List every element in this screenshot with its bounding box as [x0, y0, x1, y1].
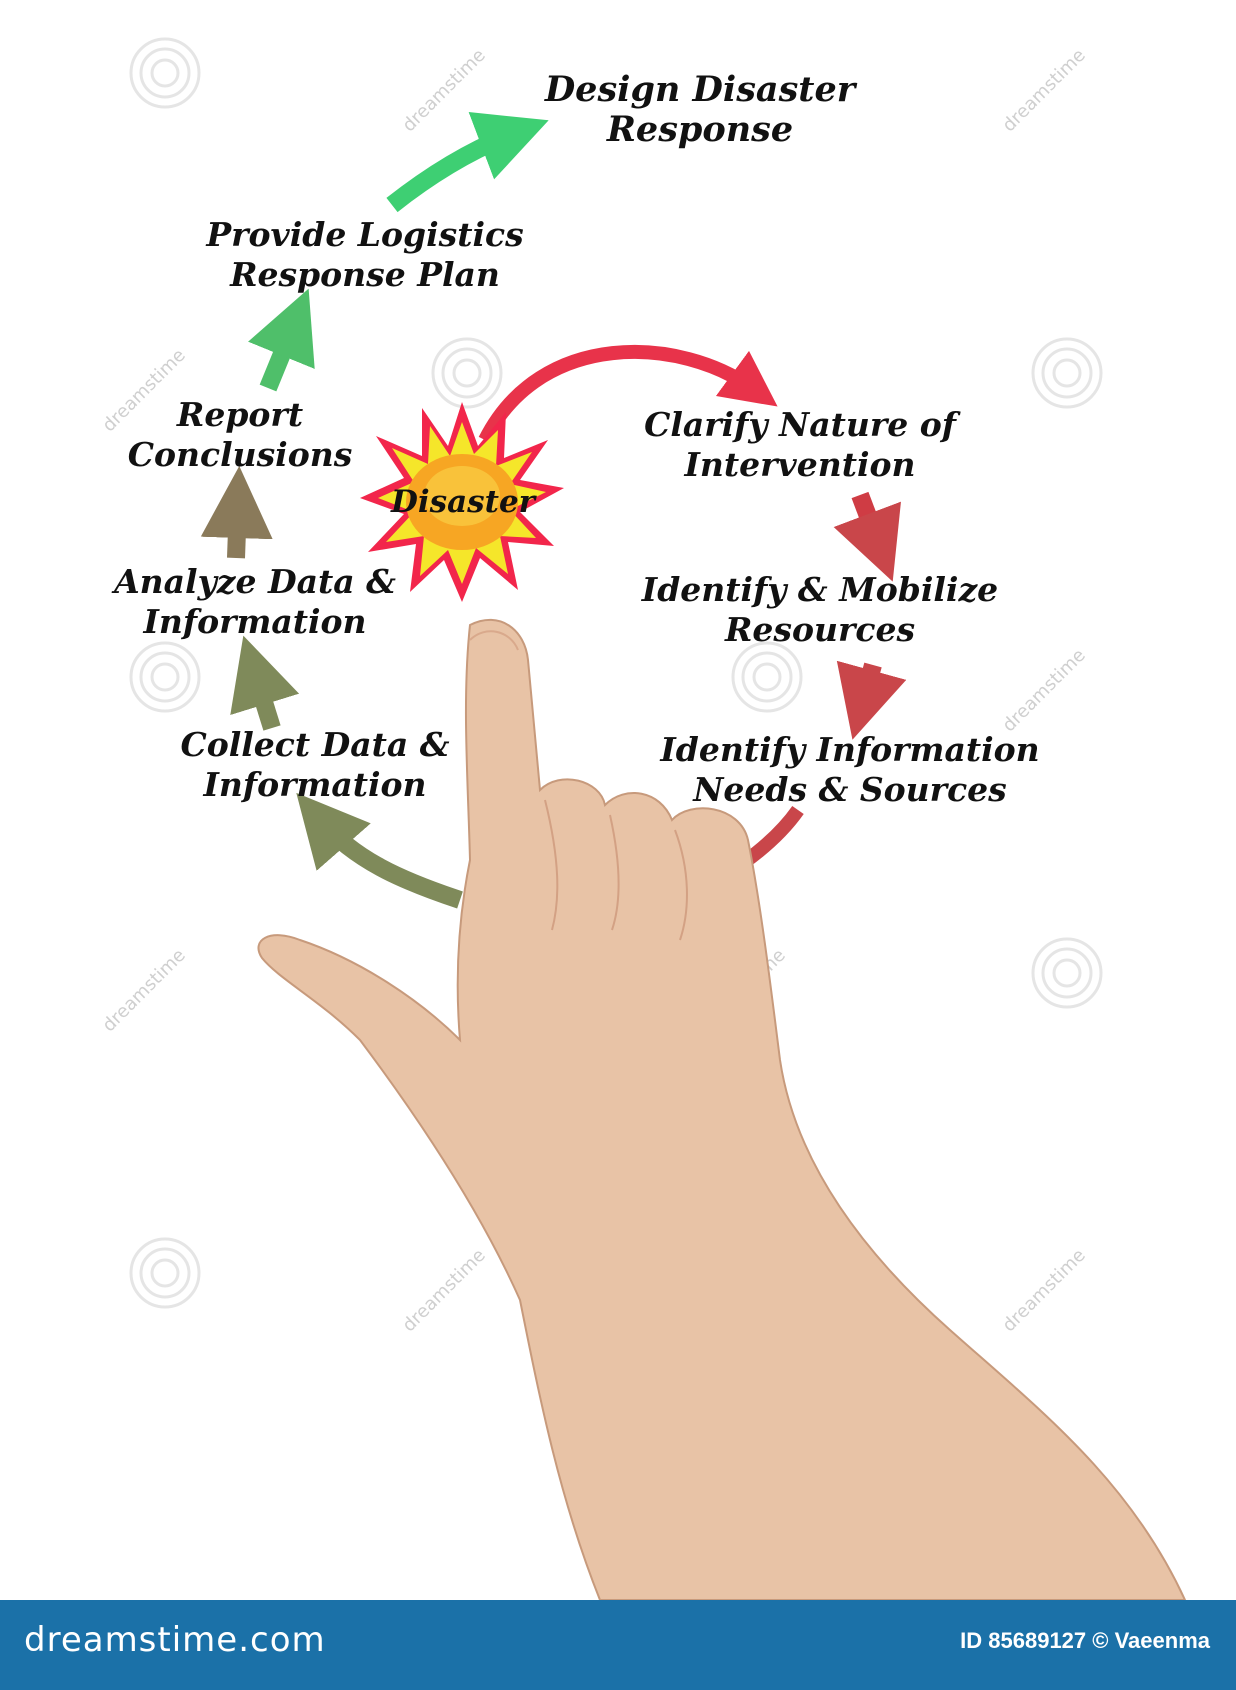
step-needs-line1: Identify Information — [660, 730, 1040, 769]
step-analyze-label: Analyze Data & Information — [85, 562, 425, 642]
step-mobilize-line1: Identify & Mobilize — [641, 570, 999, 609]
step-mobilize-line2: Resources — [724, 610, 916, 649]
disaster-label: Disaster — [390, 484, 536, 520]
stock-footer-bar: dreamstime.com ID 85689127 © Vaeenma — [0, 1600, 1236, 1690]
diagram-canvas — [200, 112, 1187, 1600]
step-clarify-label: Clarify Nature of Intervention — [620, 405, 980, 485]
step-logistics-label: Provide Logistics Response Plan — [180, 215, 550, 295]
watermark-spiral-icon — [128, 1236, 202, 1310]
arrow-collect-to-analyze — [230, 635, 300, 731]
watermark-spiral-icon — [128, 640, 202, 714]
step-design-label: Design Disaster Response — [520, 70, 880, 150]
step-collect-label: Collect Data & Information — [150, 725, 480, 805]
pointing-hand — [257, 619, 1187, 1600]
step-clarify-line2: Intervention — [684, 445, 916, 484]
step-report-line1: Report — [176, 395, 304, 434]
step-logistics-line2: Response Plan — [230, 255, 500, 294]
step-design-line1: Design Disaster — [544, 69, 856, 110]
step-report-label: Report Conclusions — [110, 395, 370, 475]
step-clarify-line1: Clarify Nature of — [644, 405, 956, 444]
arrow-to-collect — [296, 792, 463, 909]
arrow-analyze-to-report — [200, 466, 273, 559]
step-design-line2: Response — [606, 109, 794, 150]
watermark-spiral-icon — [430, 336, 504, 410]
arrow-mobilize-to-needs — [836, 660, 907, 740]
step-analyze-line1: Analyze Data & — [114, 562, 396, 601]
step-collect-line2: Information — [203, 765, 427, 804]
arrow-disaster-to-clarify — [478, 344, 778, 444]
watermark-spiral-icon — [128, 36, 202, 110]
arrow-logistics-to-design — [386, 112, 549, 213]
arrow-report-to-logistics — [248, 288, 315, 392]
arrow-clarify-to-mobilize — [833, 491, 901, 582]
step-report-line2: Conclusions — [127, 435, 353, 474]
footer-logo[interactable]: dreamstime.com — [24, 1620, 326, 1660]
disaster-burst-icon — [360, 402, 564, 602]
footer-image-id: ID 85689127 © Vaeenma — [960, 1628, 1210, 1653]
step-needs-line2: Needs & Sources — [693, 770, 1007, 809]
watermark-spiral-icon — [1030, 936, 1104, 1010]
step-needs-label: Identify Information Needs & Sources — [630, 730, 1070, 810]
step-analyze-line2: Information — [143, 602, 367, 641]
step-collect-line1: Collect Data & — [180, 725, 450, 764]
step-mobilize-label: Identify & Mobilize Resources — [630, 570, 1010, 650]
watermark-spiral-icon — [730, 640, 804, 714]
step-logistics-line1: Provide Logistics — [206, 215, 524, 254]
watermark-spiral-icon — [1030, 336, 1104, 410]
